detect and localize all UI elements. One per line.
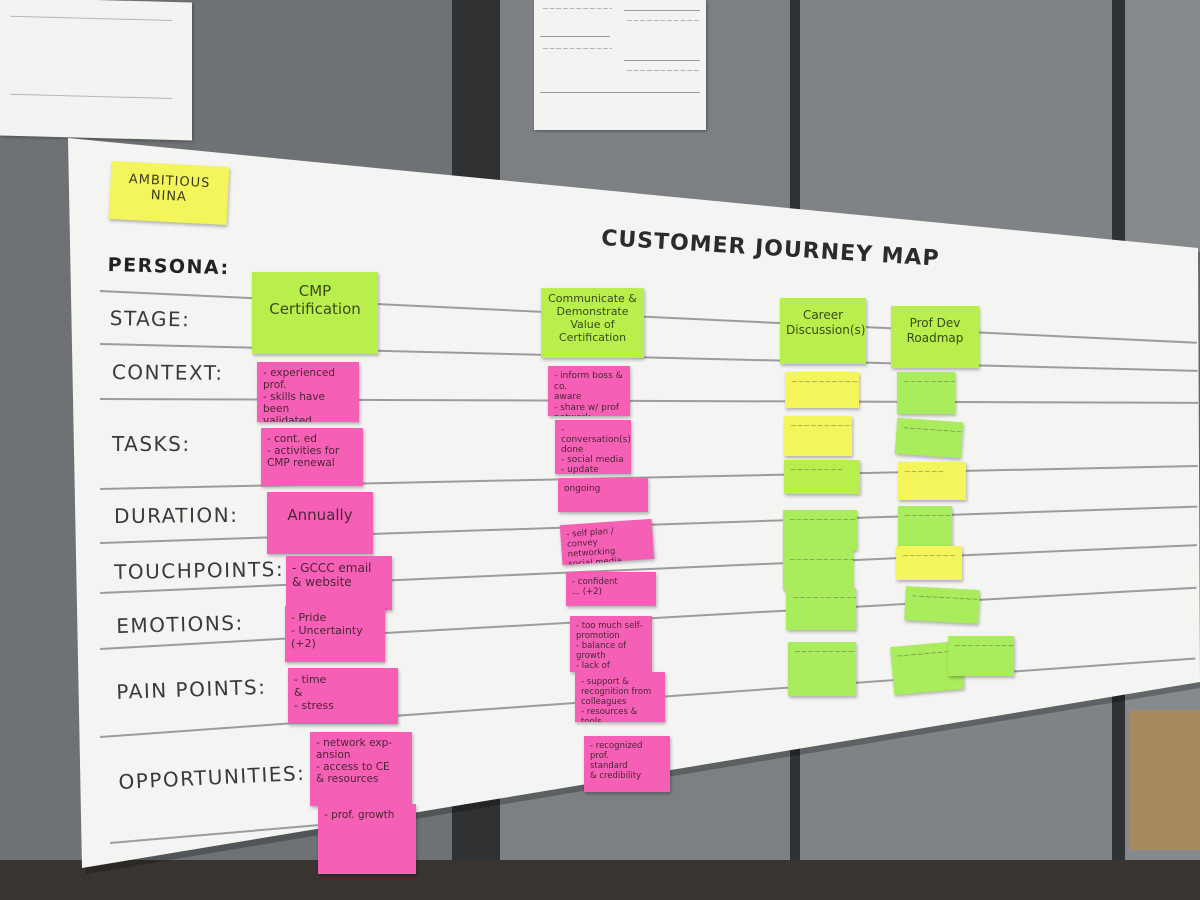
note-opportunities-roadmap-2: ~~~~~~~~~~~~~~~~~~~~~~ [948,636,1014,676]
row-label-context: CONTEXT: [111,360,224,385]
worksheet-scribble: ~~~~~~~~~~~~~~~~~~~~~~~~~~~~ [626,66,700,75]
note-tasks-roadmap: ~~~~~~~~~~~~~~~~~~~~ [894,417,964,459]
stage-note-communicate-value: Communicate & Demonstrate Value of Certi… [541,288,644,358]
row-label-duration: DURATION: [114,502,239,528]
note-touchpoints-career: ~~~~~~~~~~~~~~~~~~~~~~~~~~~~ [783,510,857,550]
stage-note-career-discussions: Career Discussion(s) [780,298,866,364]
note-duration-career: ~~~~~~~~ [784,460,860,494]
note-pain-points-communicate-2: - support & recognition from colleagues … [575,672,665,722]
note-pain-points-cmp: - time & - stress [288,668,398,724]
worksheet-scribble: ~~~~~~~~~~~~~~~~~~~~~~~~~~~~~~ [542,4,612,13]
stage-note-prof-dev-roadmap: Prof Dev Roadmap [891,306,979,368]
row-label-stage: STAGE: [109,306,191,332]
note-tasks-cmp: - cont. ed - activities for CMP renewal [261,428,363,486]
note-touchpoints-cmp: - GCCC email & website [286,556,392,610]
hanging-paper [0,0,192,141]
row-label-tasks: TASKS: [112,432,191,456]
worksheet-paper: ~~~~~~~~~~~~~~~~~~~~~~~~~~~~~~ ~~~~~~~~~… [534,0,706,130]
note-pain-points-roadmap: ~~~~~~~~~~~~~~~~~~~~ [904,586,980,624]
wood-trim [1130,710,1200,850]
note-duration-communicate: ongoing [558,478,648,512]
note-context-cmp: - experienced prof. - skills have been v… [257,362,359,422]
note-pain-points-career: ~~~~~~~~~~~~~~~~~~~~~~~~~~ [786,588,856,630]
note-opportunities-cmp-2: - prof. growth [318,804,416,874]
row-label-touchpoints: TOUCHPOINTS: [114,557,285,584]
worksheet-scribble: ~~~~~~~~~~~~~~~~~~~~~~~~~~~~~~~~~~~~~~~~ [626,16,700,25]
note-touchpoints-communicate: - self plan / convey networking social m… [559,518,655,566]
worksheet-scribble: ~~~~~~~~~~~~~~~~~~~~~~~~~~~~~~~~~~~~~~~~ [542,44,612,53]
note-touchpoints-roadmap: ~~~~~~~~~~~~~~~~~~~~ [898,506,952,548]
note-duration-cmp: Annually [267,492,373,554]
persona-note: AMBITIOUS NINA [108,160,230,226]
note-emotions-career: ~~~~~~~~~~~~~~~~~~~~ [783,550,853,590]
note-context-career: ~~~~~~~~~~~~~~~~~~~~~~~~~~~~~~~~ [785,372,859,408]
note-context-roadmap: ~~~~~~~~~~~~~~~~~~~~~~~~~~ [897,372,955,414]
row-label-persona: PERSONA: [107,254,230,280]
note-tasks-communicate: - conversation(s) done - social media - … [555,420,631,474]
note-duration-roadmap: ~~~~~~ [898,462,966,500]
row-label-emotions: EMOTIONS: [116,610,244,638]
note-emotions-communicate: - confident ... (+2) [566,572,656,606]
note-opportunities-career: ~~~~~~~~~~~~~~~~~~~~~~~~~~~~~~~~~~~ [788,642,856,696]
note-emotions-roadmap: ~~~~~~~~ [896,546,962,580]
note-opportunities-communicate: - recognized prof. standard & credibilit… [584,736,670,792]
note-opportunities-cmp: - network exp- ansion - access to CE & r… [310,732,412,806]
stage-note-cmp-certification: CMP Certification [252,272,378,354]
note-emotions-cmp: - Pride - Uncertainty (+2) [285,606,385,662]
note-pain-points-communicate: - too much self- promotion - balance of … [570,616,652,672]
note-tasks-career: ~~~~~~~~~~~~~~~~~~~~~~~~~~~~~~ [784,416,852,456]
note-context-communicate: - inform boss & co. aware - share w/ pro… [548,366,630,416]
floor [0,860,1200,900]
